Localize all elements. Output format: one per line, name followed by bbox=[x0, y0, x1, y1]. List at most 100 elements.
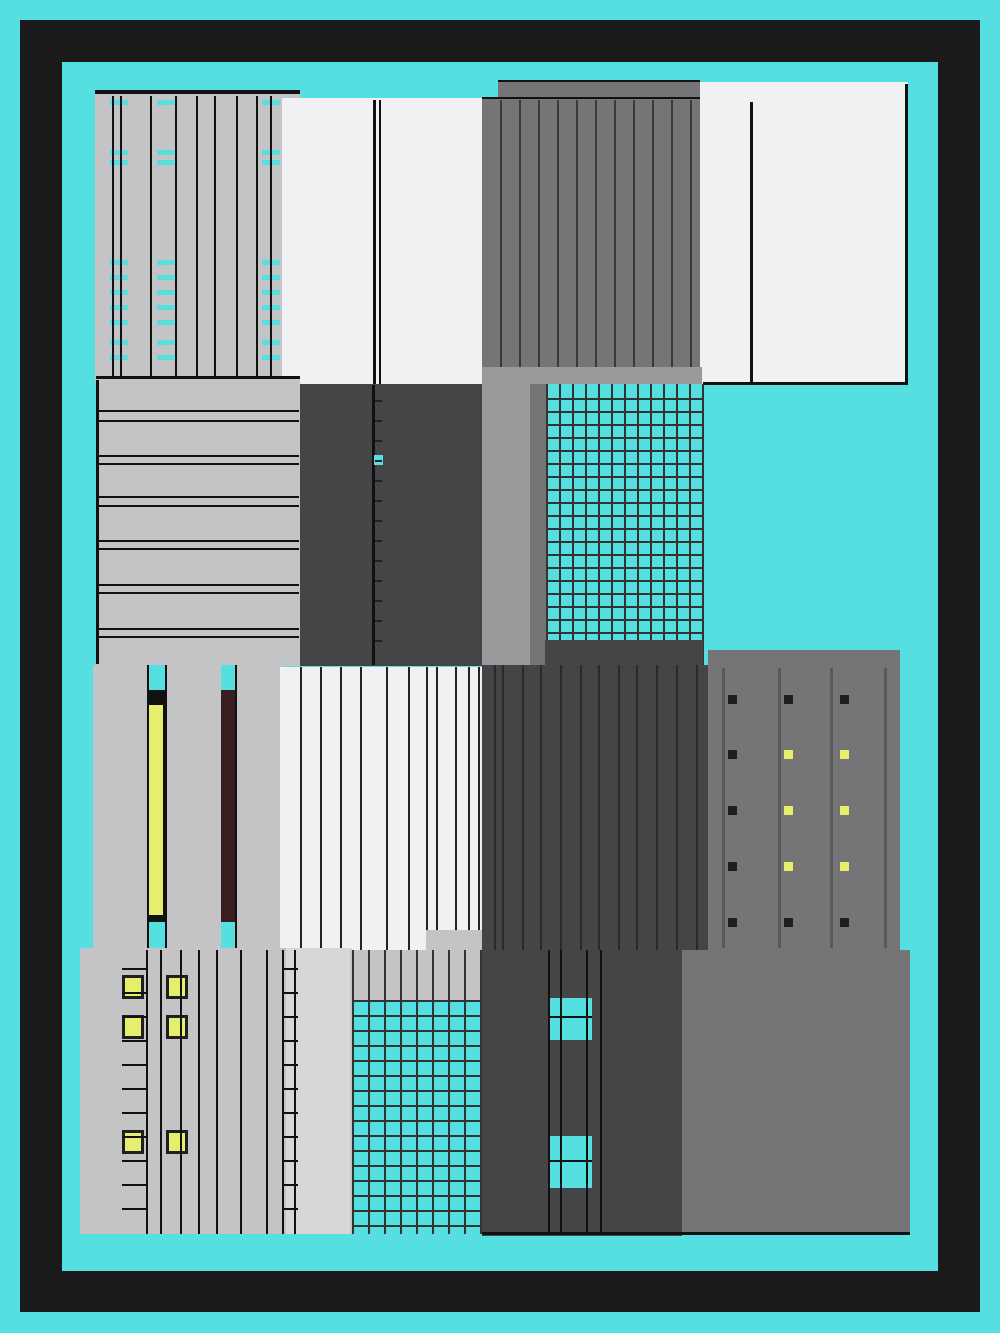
pattern-line bbox=[352, 1000, 482, 1002]
pattern-line bbox=[560, 950, 562, 1234]
pattern-line bbox=[548, 1160, 592, 1162]
window bbox=[728, 862, 737, 871]
pattern-line bbox=[352, 1045, 482, 1047]
window bbox=[784, 918, 793, 927]
tick bbox=[375, 600, 382, 602]
pattern-line bbox=[580, 665, 582, 950]
pattern-line bbox=[99, 410, 299, 412]
panel-dark-stripes bbox=[482, 665, 710, 950]
pattern-line bbox=[386, 667, 388, 950]
tick bbox=[122, 1208, 146, 1210]
panel-bottom-left-light bbox=[80, 948, 352, 1234]
pattern-line bbox=[99, 584, 299, 586]
pattern-line bbox=[572, 384, 574, 666]
pattern-line bbox=[99, 592, 299, 594]
pattern-line bbox=[408, 667, 410, 950]
tick bbox=[375, 520, 382, 522]
pattern-line bbox=[352, 1060, 482, 1062]
pattern-line bbox=[352, 1015, 482, 1017]
pattern-line bbox=[266, 950, 268, 1234]
pattern-line bbox=[546, 463, 702, 465]
window bbox=[840, 918, 849, 927]
window bbox=[110, 150, 128, 155]
pattern-line bbox=[500, 100, 502, 382]
pattern-line bbox=[282, 950, 284, 1234]
tick bbox=[122, 1160, 146, 1162]
pattern-line bbox=[676, 384, 678, 666]
pattern-line bbox=[618, 665, 620, 950]
pattern-line bbox=[637, 384, 639, 666]
window bbox=[110, 160, 128, 165]
pattern-line bbox=[99, 496, 299, 498]
window bbox=[110, 320, 128, 325]
pattern-line bbox=[546, 384, 548, 666]
pattern-line bbox=[702, 384, 704, 666]
pattern-line bbox=[557, 100, 559, 382]
tick bbox=[375, 560, 382, 562]
tick bbox=[284, 1088, 298, 1090]
pattern-line bbox=[352, 1105, 482, 1107]
window bbox=[157, 100, 175, 105]
window bbox=[157, 290, 175, 295]
pattern-line bbox=[99, 548, 299, 550]
tick bbox=[375, 460, 382, 462]
pattern-line bbox=[99, 628, 299, 630]
window bbox=[110, 290, 128, 295]
panel-bottom-right-gray bbox=[682, 950, 910, 1235]
pattern-line bbox=[546, 606, 702, 608]
pattern-line bbox=[546, 489, 702, 491]
pattern-line bbox=[546, 528, 702, 530]
pattern-line bbox=[650, 384, 652, 666]
panel-bottom-grid bbox=[350, 950, 485, 1234]
pattern-line bbox=[884, 668, 887, 948]
pattern-line bbox=[352, 1225, 482, 1227]
pattern-line bbox=[99, 540, 299, 542]
window bbox=[784, 806, 793, 815]
pattern-line bbox=[546, 450, 702, 452]
pattern-line bbox=[690, 100, 692, 382]
pattern-line bbox=[99, 636, 299, 638]
pattern-line bbox=[546, 619, 702, 621]
pattern-line bbox=[560, 665, 562, 950]
window-glass bbox=[125, 1133, 141, 1151]
pattern-line bbox=[352, 1135, 482, 1137]
pattern-line bbox=[696, 665, 698, 950]
pattern-line bbox=[320, 667, 322, 950]
pattern-line bbox=[352, 1150, 482, 1152]
pattern-line bbox=[598, 384, 600, 666]
pattern-line bbox=[99, 420, 299, 422]
pattern-line bbox=[99, 463, 299, 465]
tick bbox=[122, 968, 146, 970]
window bbox=[110, 275, 128, 280]
pattern-line bbox=[300, 667, 302, 950]
panel-cyan-grid bbox=[482, 367, 704, 666]
pattern-line bbox=[216, 950, 218, 1234]
tick bbox=[284, 1136, 298, 1138]
tick bbox=[375, 420, 382, 422]
pattern-line bbox=[494, 665, 496, 950]
window bbox=[728, 695, 737, 704]
tick bbox=[284, 968, 298, 970]
pattern-line bbox=[352, 1030, 482, 1032]
window bbox=[157, 305, 175, 310]
pattern-line bbox=[99, 455, 299, 457]
pattern-line bbox=[538, 100, 540, 382]
pattern-line bbox=[294, 950, 296, 1234]
pattern-line bbox=[270, 96, 272, 376]
tick bbox=[375, 580, 382, 582]
tick bbox=[375, 480, 382, 482]
pattern-line bbox=[546, 398, 702, 400]
pattern-line bbox=[502, 665, 504, 950]
pattern-line bbox=[636, 665, 638, 950]
window bbox=[157, 340, 175, 345]
window bbox=[157, 355, 175, 360]
window bbox=[110, 340, 128, 345]
tick bbox=[375, 400, 382, 402]
tick bbox=[122, 1040, 146, 1042]
tick bbox=[284, 1016, 298, 1018]
pattern-line bbox=[663, 384, 665, 666]
panel-top-white bbox=[282, 98, 487, 388]
pattern-line bbox=[676, 665, 678, 950]
window bbox=[157, 260, 175, 265]
